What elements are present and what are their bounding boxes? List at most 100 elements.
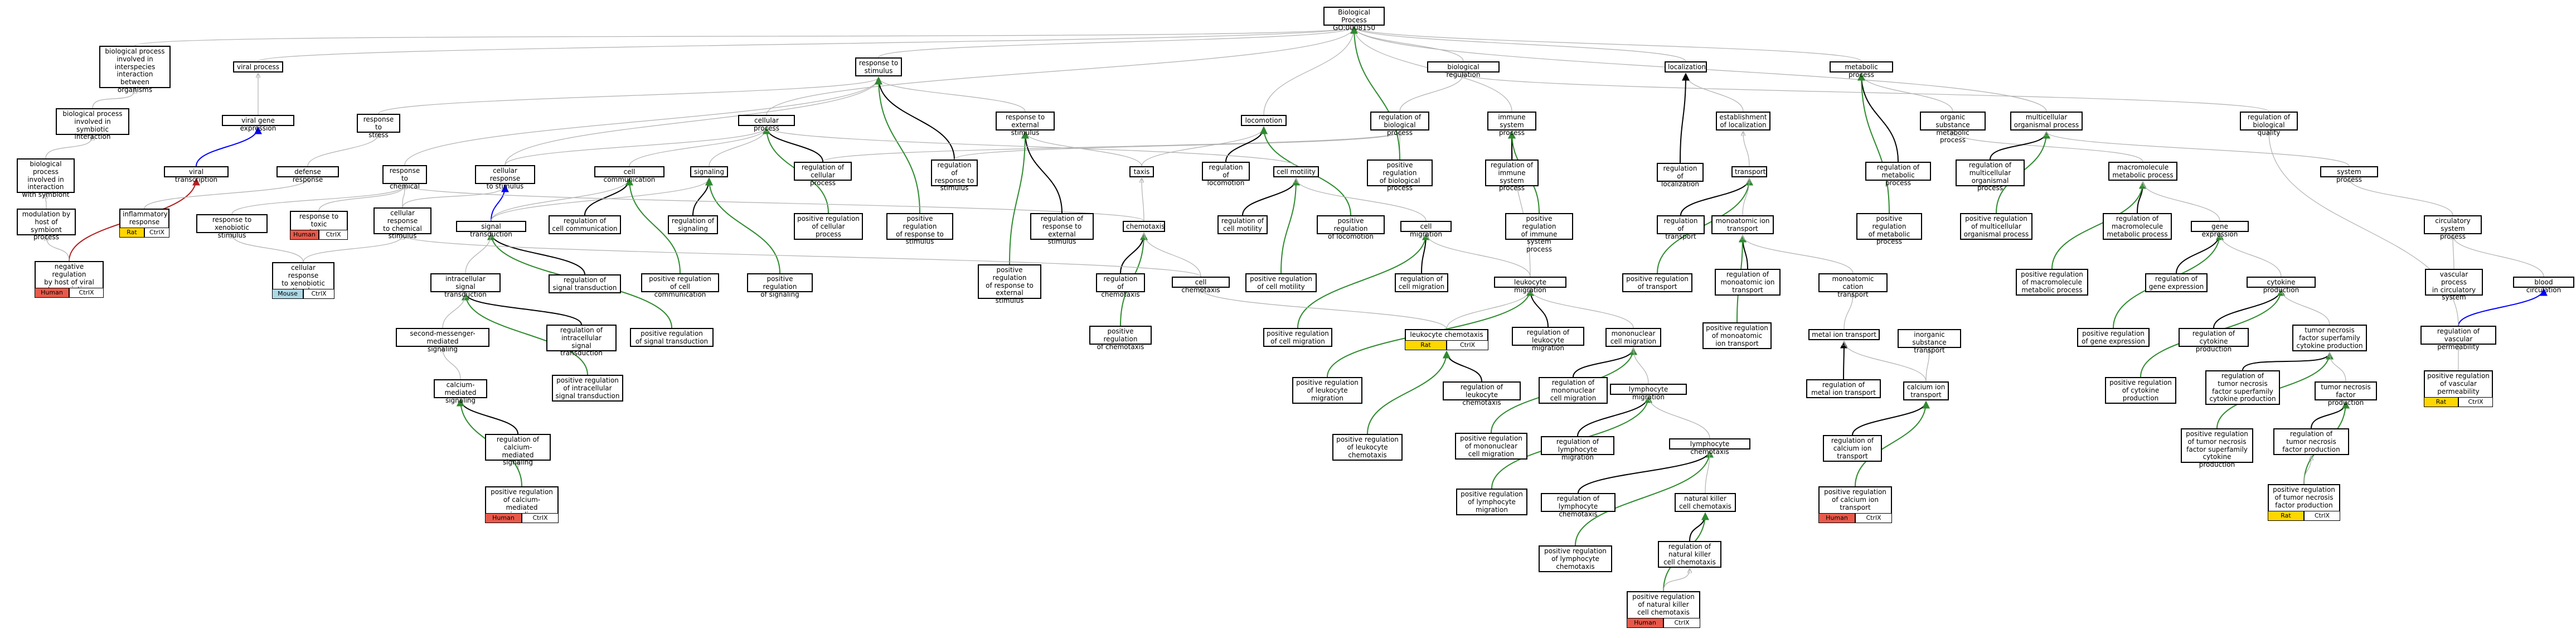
- go-term-pos-reg-metabolic[interactable]: positive regulation of metabolic process: [1856, 213, 1922, 245]
- go-term-immune-system-process[interactable]: immune system process: [1487, 112, 1536, 136]
- go-term-pos-reg-vascular-permeability[interactable]: positive regulation of vascular permeabi…: [2424, 370, 2493, 397]
- go-term-reg-mononuclear-cell-migration[interactable]: regulation of mononuclear cell migration: [1539, 377, 1608, 404]
- go-term-response-chemical[interactable]: response to chemical: [382, 165, 427, 190]
- go-term-chemotaxis[interactable]: chemotaxis: [1123, 221, 1165, 232]
- go-term-reg-vascular-permeability[interactable]: regulation of vascular permeability: [2420, 326, 2496, 350]
- go-term-reg-leukocyte-migration[interactable]: regulation of leukocyte migration: [1512, 327, 1584, 351]
- go-term-cellular-response-chemical[interactable]: cellular response to chemical stimulus: [373, 207, 431, 240]
- go-term-pos-reg-multicellular[interactable]: positive regulation of multicellular org…: [1960, 213, 2032, 240]
- go-term-pos-reg-cytokine-production[interactable]: positive regulation of cytokine producti…: [2105, 377, 2176, 404]
- go-term-reg-signal-transduction[interactable]: regulation of signal transduction: [549, 274, 621, 293]
- go-term-pos-reg-leukocyte-chemotaxis[interactable]: positive regulation of leukocyte chemota…: [1332, 434, 1403, 461]
- go-term-pos-reg-lymphocyte-migration[interactable]: positive regulation of lymphocyte migrat…: [1456, 489, 1527, 515]
- go-term-intracellular-signal-transduction[interactable]: intracellular signal transduction: [430, 273, 501, 298]
- go-term-pos-reg-cell-migration[interactable]: positive regulation of cell migration: [1263, 328, 1332, 347]
- go-term-pos-reg-bio-process[interactable]: positive regulation of biological proces…: [1367, 160, 1433, 192]
- go-term-gene-expression[interactable]: gene expression: [2191, 221, 2249, 238]
- go-term-reg-calcium-ion-transport[interactable]: regulation of calcium ion transport: [1823, 435, 1882, 462]
- go-term-reg-bio-process[interactable]: regulation of biological process: [1370, 112, 1429, 136]
- go-term-pos-reg-tnf-superfamily[interactable]: positive regulation of tumor necrosis fa…: [2181, 428, 2253, 468]
- go-term-reg-response-stimulus[interactable]: regulation of response to stimulus: [931, 160, 978, 192]
- go-term-modulation-symbiont[interactable]: modulation by host of symbiont process: [17, 209, 76, 241]
- go-term-reg-leukocyte-chemotaxis[interactable]: regulation of leukocyte chemotaxis: [1443, 381, 1521, 406]
- go-term-metabolic-process[interactable]: metabolic process: [1830, 61, 1893, 79]
- go-term-cell-migration[interactable]: cell migration: [1400, 221, 1452, 238]
- go-term-inorganic-substance-transport[interactable]: inorganic substance transport: [1898, 329, 1961, 354]
- go-term-reg-multicellular[interactable]: regulation of multicellular organismal p…: [1956, 160, 2025, 192]
- go-term-reg-signaling[interactable]: regulation of signaling: [668, 215, 718, 234]
- go-term-viral-process[interactable]: viral process: [233, 61, 283, 72]
- go-term-signaling[interactable]: signaling: [690, 166, 728, 177]
- go-term-monoatomic-cation-transport[interactable]: monoatomic cation transport: [1818, 273, 1888, 298]
- go-term-pos-reg-lymphocyte-chemotaxis[interactable]: positive regulation of lymphocyte chemot…: [1539, 545, 1612, 572]
- go-term-reg-cell-motility[interactable]: regulation of cell motility: [1217, 215, 1268, 234]
- go-term-tnf-superfamily-production[interactable]: tumor necrosis factor superfamily cytoki…: [2292, 325, 2367, 351]
- go-term-pos-reg-response-external[interactable]: positive regulation of response to exter…: [978, 264, 1041, 304]
- go-term-viral-gene-expr[interactable]: viral gene expression: [222, 115, 294, 132]
- go-term-second-messenger[interactable]: second-messenger-mediated signaling: [396, 328, 489, 352]
- go-term-reg-transport[interactable]: regulation of transport: [1657, 215, 1705, 240]
- go-term-biological-regulation[interactable]: biological regulation: [1427, 61, 1500, 79]
- go-term-neg-reg-viral[interactable]: negative regulation by host of viral tra…: [35, 261, 104, 293]
- go-term-cellular-response-stimulus[interactable]: cellular response to stimulus: [475, 165, 535, 190]
- go-term-reg-bio-quality[interactable]: regulation of biological quality: [2240, 112, 2298, 136]
- go-term-pos-reg-macromolecule-metabolic[interactable]: positive regulation of macromolecule met…: [2016, 269, 2088, 296]
- go-term-pos-reg-calcium-ion-transport[interactable]: positive regulation of calcium ion trans…: [1818, 486, 1892, 513]
- go-term-cell-communication[interactable]: cell communication: [594, 166, 664, 183]
- go-term-locomotion[interactable]: locomotion: [1241, 115, 1287, 126]
- go-term-response-external[interactable]: response to external stimulus: [996, 112, 1055, 136]
- go-term-reg-calcium-mediated[interactable]: regulation of calcium-mediated signaling: [485, 434, 551, 466]
- go-term-reg-cell-migration[interactable]: regulation of cell migration: [1395, 273, 1448, 292]
- go-term-pos-reg-cell-communication[interactable]: positive regulation of cell communicatio…: [641, 273, 719, 298]
- go-term-circulatory-system-process[interactable]: circulatory system process: [2424, 215, 2482, 240]
- go-term-response-stimulus[interactable]: response to stimulus: [855, 57, 902, 76]
- go-term-lymphocyte-chemotaxis[interactable]: lymphocyte chemotaxis: [1669, 438, 1750, 456]
- go-term-pos-reg-calcium-mediated[interactable]: positive regulation of calcium-mediated …: [485, 486, 559, 519]
- go-term-calcium-mediated-signaling[interactable]: calcium-mediated signaling: [434, 379, 487, 404]
- go-term-reg-lymphocyte-migration[interactable]: regulation of lymphocyte migration: [1541, 436, 1614, 461]
- go-term-monoatomic-ion-transport[interactable]: monoatomic ion transport: [1711, 215, 1774, 234]
- go-term-reg-cytokine-production[interactable]: regulation of cytokine production: [2179, 328, 2249, 352]
- go-term-leukocyte-chemotaxis[interactable]: leukocyte chemotaxis: [1405, 329, 1488, 340]
- go-term-reg-tnf-superfamily[interactable]: regulation of tumor necrosis factor supe…: [2205, 370, 2280, 405]
- go-term-response-toxic[interactable]: response to toxic substance: [290, 211, 348, 235]
- go-term-pos-reg-signaling[interactable]: positive regulation of signaling: [747, 273, 813, 298]
- go-term-blood-circulation[interactable]: blood circulation: [2513, 277, 2574, 294]
- go-term-reg-response-external[interactable]: regulation of response to external stimu…: [1030, 213, 1094, 245]
- go-term-pos-reg-chemotaxis[interactable]: positive regulation of chemotaxis: [1089, 326, 1152, 350]
- go-term-signal-transduction[interactable]: signal transduction: [456, 221, 526, 238]
- go-term-multicellular-organismal[interactable]: multicellular organismal process: [2010, 112, 2083, 130]
- go-term-organic-substance-metabolic[interactable]: organic substance metabolic process: [1920, 112, 1986, 144]
- go-term-macromolecule-metabolic[interactable]: macromolecule metabolic process: [2108, 162, 2177, 181]
- go-term-tnf-production[interactable]: tumor necrosis factor production: [2315, 381, 2377, 406]
- go-term-reg-tnf-production[interactable]: regulation of tumor necrosis factor prod…: [2273, 428, 2349, 455]
- go-term-transport[interactable]: transport: [1731, 166, 1767, 177]
- go-term-reg-lymphocyte-chemotaxis[interactable]: regulation of lymphocyte chemotaxis: [1541, 493, 1616, 518]
- go-term-pos-reg-mononuclear-migration[interactable]: positive regulation of mononuclear cell …: [1455, 433, 1527, 460]
- go-term-response-stress[interactable]: response to stress: [357, 114, 400, 138]
- go-term-reg-monoatomic-ion-transport[interactable]: regulation of monoatomic ion transport: [1715, 269, 1781, 296]
- go-term-pos-reg-signal-transduction[interactable]: positive regulation of signal transducti…: [630, 328, 714, 347]
- go-term-pos-reg-response-stimulus[interactable]: positive regulation of response to stimu…: [886, 213, 953, 245]
- go-term-leukocyte-migration[interactable]: leukocyte migration: [1494, 277, 1566, 294]
- go-term-pos-reg-immune-system[interactable]: positive regulation of immune system pro…: [1505, 213, 1573, 253]
- go-term-pos-reg-nk-chemotaxis[interactable]: positive regulation of natural killer ce…: [1627, 591, 1700, 618]
- go-term-bp-interaction-symbiont[interactable]: biological process involved in interacti…: [17, 158, 75, 199]
- go-term-bp[interactable]: Biological Process GO:0008150: [1323, 7, 1385, 31]
- go-term-reg-immune-system[interactable]: regulation of immune system process: [1485, 160, 1539, 192]
- go-term-cellular-response-xenobiotic[interactable]: cellular response to xenobiotic stimulus: [272, 262, 334, 294]
- go-term-bp-interspecies[interactable]: biological process involved in interspec…: [99, 46, 171, 94]
- go-term-taxis[interactable]: taxis: [1129, 166, 1154, 177]
- go-term-reg-nk-chemotaxis[interactable]: regulation of natural killer cell chemot…: [1658, 541, 1721, 568]
- go-term-reg-macromolecule-metabolic[interactable]: regulation of macromolecule metabolic pr…: [2103, 213, 2172, 240]
- go-term-calcium-ion-transport[interactable]: calcium ion transport: [1903, 381, 1949, 400]
- go-term-bp-symbiotic[interactable]: biological process involved in symbiotic…: [56, 108, 129, 141]
- go-term-reg-metal-ion-transport[interactable]: regulation of metal ion transport: [1806, 379, 1881, 398]
- go-term-pos-reg-cellular-process[interactable]: positive regulation of cellular process: [794, 213, 863, 240]
- go-term-localization[interactable]: localization: [1665, 61, 1707, 72]
- go-term-pos-reg-leukocyte-migration[interactable]: positive regulation of leukocyte migrati…: [1292, 377, 1362, 404]
- go-term-reg-metabolic[interactable]: regulation of metabolic process: [1865, 162, 1931, 186]
- go-term-inflammatory-response[interactable]: inflammatory response: [119, 209, 169, 228]
- go-term-reg-locomotion[interactable]: regulation of locomotion: [1202, 162, 1250, 186]
- go-term-nk-cell-chemotaxis[interactable]: natural killer cell chemotaxis: [1675, 493, 1736, 512]
